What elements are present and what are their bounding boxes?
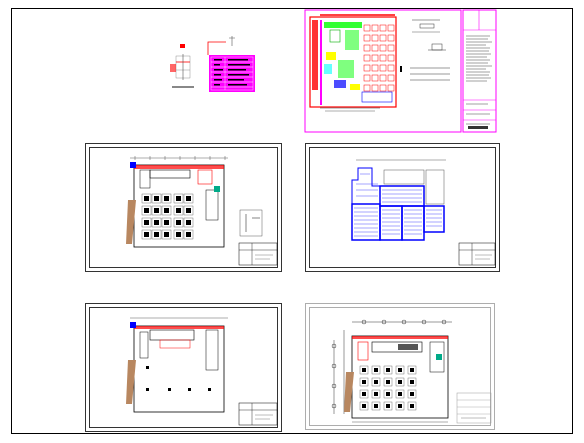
sheet-title-block [238, 242, 278, 266]
wall-plan-sheet [85, 303, 282, 432]
dimensioned-plan-sheet [305, 303, 495, 430]
overview-dining-grid [363, 24, 395, 92]
dining-tables [144, 196, 191, 237]
overview-title-block [462, 9, 497, 133]
tile-hatch [354, 173, 442, 237]
dimension-ticks-top [134, 156, 226, 160]
sheet-title-block [456, 392, 492, 424]
grid-axes [331, 319, 452, 414]
tile-zones [351, 167, 445, 241]
dining-chairs [359, 365, 417, 411]
overview-color-plan [309, 14, 397, 112]
columns [146, 366, 211, 391]
legend-table [209, 55, 255, 92]
model-space-border [11, 8, 573, 434]
overview-sheet [304, 9, 462, 133]
furniture-plan-sheet [85, 143, 282, 272]
stair-detail [170, 44, 194, 88]
overview-detail-symbols [400, 19, 450, 81]
sheet-title-block [458, 242, 496, 266]
dining-chairs [141, 193, 194, 240]
floor-tile-sheet [305, 143, 500, 272]
sheet-title-block [238, 402, 278, 426]
dining-tables [362, 368, 414, 408]
detail-block-small [170, 36, 255, 92]
